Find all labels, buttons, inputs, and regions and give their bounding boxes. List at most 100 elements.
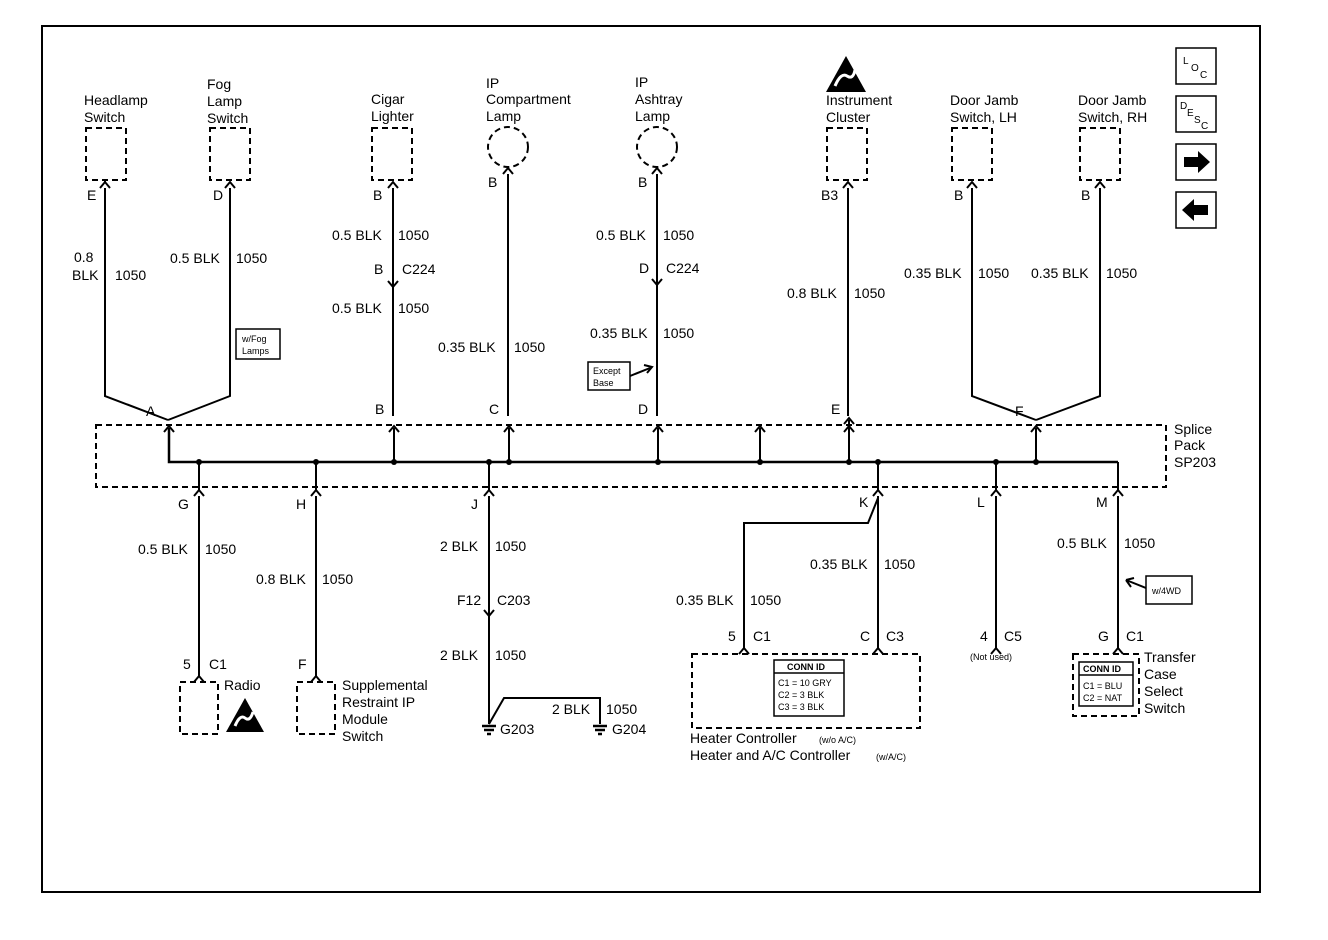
prev-arrow-button[interactable] (1175, 191, 1217, 229)
svg-text:1050: 1050 (514, 339, 545, 355)
svg-text:Ashtray: Ashtray (635, 91, 682, 107)
svg-text:Compartment: Compartment (486, 91, 571, 107)
wire-label-cluster: 0.8 BLK 1050 (787, 285, 885, 301)
svg-text:0.8 BLK: 0.8 BLK (256, 571, 306, 587)
transfer-pin-label: G C1 (1098, 628, 1144, 644)
svg-text:Pack: Pack (1174, 437, 1206, 453)
svg-text:w/Fog: w/Fog (241, 334, 267, 344)
desc-button[interactable]: D E S C (1175, 95, 1217, 133)
pin-label: E (87, 187, 96, 203)
svg-text:Transfer: Transfer (1144, 649, 1196, 665)
svg-text:C1: C1 (209, 656, 227, 672)
wire-label-fog: 0.5 BLK 1050 (170, 250, 267, 266)
svg-text:1050: 1050 (606, 701, 637, 717)
splice-pin-e: E (831, 401, 840, 417)
instrument-cluster-box (826, 127, 868, 181)
svg-text:C1 = 10 GRY: C1 = 10 GRY (778, 678, 832, 688)
svg-text:0.5 BLK: 0.5 BLK (332, 300, 382, 316)
radio-label: Radio (224, 677, 261, 693)
svg-text:0.5 BLK: 0.5 BLK (596, 227, 646, 243)
svg-text:1050: 1050 (854, 285, 885, 301)
door-jamb-lh-box (951, 127, 993, 181)
svg-text:C5: C5 (1004, 628, 1022, 644)
wire-label-transfer: 0.5 BLK 1050 (1057, 535, 1155, 551)
note-4wd: w/4WD (1125, 575, 1193, 605)
splice-pack-label: Splice Pack SP203 (1174, 421, 1216, 470)
svg-text:5: 5 (728, 628, 736, 644)
heater-controller-label: Heater Controller (w/o A/C) Heater and A… (690, 730, 906, 763)
svg-text:IP: IP (486, 75, 499, 91)
svg-text:4: 4 (980, 628, 988, 644)
splice-pin-h: H (296, 496, 306, 512)
wire-dj-lh (966, 180, 1037, 421)
transfer-switch-box (1072, 653, 1140, 717)
splice-pin-a: A (146, 403, 156, 419)
wire-transfer (1112, 488, 1124, 648)
note-fog-lamps: w/Fog Lamps (235, 328, 281, 360)
svg-text:Module: Module (342, 711, 388, 727)
next-arrow-button[interactable] (1175, 143, 1217, 181)
svg-text:1050: 1050 (750, 592, 781, 608)
svg-text:Select: Select (1144, 683, 1183, 699)
heater-controller-box (691, 653, 921, 729)
svg-text:Splice: Splice (1174, 421, 1212, 437)
svg-text:2 BLK: 2 BLK (440, 647, 479, 663)
wire-ip-comp (502, 166, 514, 416)
svg-text:Switch: Switch (1144, 700, 1185, 716)
svg-text:1050: 1050 (322, 571, 353, 587)
svg-text:Lamp: Lamp (486, 108, 521, 124)
ground-icon (593, 724, 607, 736)
ip-compartment-lamp-label: IP Compartment Lamp (486, 75, 571, 124)
door-jamb-rh-label: Door Jamb Switch, RH (1078, 92, 1147, 125)
instrument-cluster-label: Instrument Cluster (826, 92, 892, 125)
loc-button[interactable]: L O C (1175, 47, 1217, 85)
svg-text:Supplemental: Supplemental (342, 677, 428, 693)
pin-label: B (1081, 187, 1090, 203)
svg-text:SP203: SP203 (1174, 454, 1216, 470)
wire-label-ip-ash: 0.5 BLK 1050 D C224 0.35 BLK 1050 (590, 227, 700, 341)
svg-text:C1 = BLU: C1 = BLU (1083, 681, 1122, 691)
wire-ground (483, 488, 601, 725)
svg-text:C224: C224 (666, 260, 700, 276)
svg-text:B: B (374, 261, 383, 277)
esd-warning-icon (826, 56, 866, 92)
svg-text:1050: 1050 (236, 250, 267, 266)
note-except-base: Except Base (587, 361, 654, 391)
svg-text:C: C (1200, 70, 1207, 81)
svg-text:1050: 1050 (205, 541, 236, 557)
svg-text:2 BLK: 2 BLK (552, 701, 591, 717)
svg-text:1050: 1050 (884, 556, 915, 572)
svg-text:(w/A/C): (w/A/C) (876, 752, 906, 762)
svg-text:Switch: Switch (342, 728, 383, 744)
svg-text:Restraint IP: Restraint IP (342, 694, 415, 710)
svg-text:(Not used): (Not used) (970, 652, 1012, 662)
splice-pin-c: C (489, 401, 499, 417)
svg-text:0.35 BLK: 0.35 BLK (904, 265, 962, 281)
svg-text:Instrument: Instrument (826, 92, 892, 108)
wire-fog (167, 180, 236, 421)
svg-text:Heater and A/C Controller: Heater and A/C Controller (690, 747, 851, 763)
svg-text:1050: 1050 (663, 325, 694, 341)
svg-text:Lamp: Lamp (635, 108, 670, 124)
svg-text:0.5 BLK: 0.5 BLK (1057, 535, 1107, 551)
svg-text:Case: Case (1144, 666, 1177, 682)
ip-compartment-lamp-bulb (487, 126, 529, 168)
splice-pin-g: G (178, 496, 189, 512)
svg-text:CONN ID: CONN ID (1083, 664, 1122, 674)
wire-ip-ash (651, 166, 663, 416)
wire-label-dj-lh: 0.35 BLK 1050 (904, 265, 1009, 281)
radio-pin-label: 5 C1 (183, 656, 227, 672)
svg-text:0.35 BLK: 0.35 BLK (1031, 265, 1089, 281)
heater-conn-id-table: CONN ID C1 = 10 GRY C2 = 3 BLK C3 = 3 BL… (773, 659, 845, 717)
svg-text:0.35 BLK: 0.35 BLK (438, 339, 496, 355)
wire-label-srs: 0.8 BLK 1050 (256, 571, 353, 587)
svg-text:Cluster: Cluster (826, 109, 871, 125)
splice-pin-b: B (375, 401, 384, 417)
ground-label-g204: G204 (612, 721, 646, 737)
svg-text:E: E (1187, 108, 1194, 119)
svg-text:Headlamp: Headlamp (84, 92, 148, 108)
svg-text:IP: IP (635, 74, 648, 90)
connector-ticks (193, 646, 1124, 683)
wire-l-unused (990, 488, 1002, 648)
svg-text:C1: C1 (1126, 628, 1144, 644)
